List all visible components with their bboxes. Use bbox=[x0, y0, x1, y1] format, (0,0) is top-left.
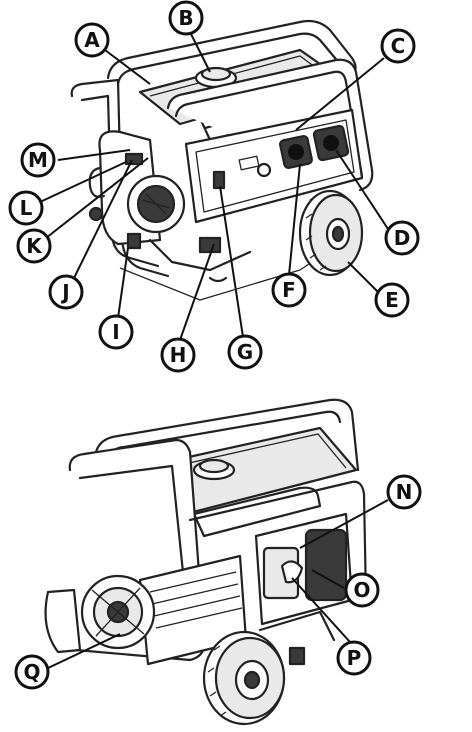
leader-C bbox=[295, 57, 385, 131]
callout-E-bubble bbox=[374, 282, 410, 318]
leader-M bbox=[57, 149, 131, 161]
callout-D-bubble bbox=[384, 220, 420, 256]
callout-N: N bbox=[386, 474, 422, 510]
callout-A-label: A bbox=[84, 28, 100, 52]
callout-Q: Q bbox=[14, 654, 50, 690]
callout-B: B bbox=[168, 0, 204, 36]
callout-P-label: P bbox=[347, 646, 362, 670]
callout-L: L bbox=[8, 190, 44, 226]
leader-B bbox=[189, 31, 211, 73]
callout-C: C bbox=[380, 28, 416, 64]
generator-rear-view bbox=[44, 398, 368, 726]
callout-J: J bbox=[48, 274, 84, 310]
callout-M: M bbox=[20, 142, 56, 178]
generator-front-view bbox=[70, 19, 374, 301]
leader-H bbox=[179, 243, 215, 341]
callout-N-bubble bbox=[386, 474, 422, 510]
callout-D: D bbox=[384, 220, 420, 256]
callout-K: K bbox=[16, 228, 52, 264]
leader-lines bbox=[39, 31, 391, 669]
callout-F-label: F bbox=[282, 278, 296, 302]
callout-I: I bbox=[98, 314, 134, 350]
callout-I-label: I bbox=[112, 320, 119, 344]
callout-B-label: B bbox=[178, 6, 193, 30]
callout-L-label: L bbox=[20, 196, 33, 220]
callout-O-label: O bbox=[353, 578, 370, 602]
callout-P-bubble bbox=[336, 640, 372, 676]
callout-O-bubble bbox=[344, 572, 380, 608]
callout-G-label: G bbox=[237, 340, 253, 364]
leader-L bbox=[39, 161, 127, 203]
callout-H-label: H bbox=[170, 343, 187, 367]
callout-I-bubble bbox=[98, 314, 134, 350]
leader-D bbox=[335, 149, 391, 233]
callout-J-label: J bbox=[60, 280, 69, 304]
callout-A: A bbox=[74, 22, 110, 58]
callout-H: H bbox=[160, 337, 196, 373]
callout-C-bubble bbox=[380, 28, 416, 64]
callout-D-label: D bbox=[394, 226, 411, 250]
leader-A bbox=[104, 49, 151, 85]
callout-E: E bbox=[374, 282, 410, 318]
callout-K-label: K bbox=[26, 234, 43, 258]
callout-P: P bbox=[336, 640, 372, 676]
callout-L-bubble bbox=[8, 190, 44, 226]
callout-O: O bbox=[344, 572, 380, 608]
callout-H-bubble bbox=[160, 337, 196, 373]
callout-K-bubble bbox=[16, 228, 52, 264]
callout-A-bubble bbox=[74, 22, 110, 58]
callout-Q-bubble bbox=[14, 654, 50, 690]
leader-N bbox=[299, 499, 389, 549]
callout-G: G bbox=[227, 334, 263, 370]
callout-J-bubble bbox=[48, 274, 84, 310]
callout-C-label: C bbox=[391, 34, 406, 58]
leader-I bbox=[117, 247, 129, 319]
leader-F bbox=[288, 163, 301, 276]
callout-Q-label: Q bbox=[23, 660, 40, 684]
leader-Q bbox=[47, 633, 121, 669]
callout-E-label: E bbox=[385, 288, 399, 312]
callout-M-label: M bbox=[28, 148, 48, 172]
callout-N-label: N bbox=[396, 480, 413, 504]
callout-F-bubble bbox=[271, 272, 307, 308]
leader-G bbox=[219, 185, 244, 338]
callout-F: F bbox=[271, 272, 307, 308]
callout-B-bubble bbox=[168, 0, 204, 36]
leader-P bbox=[291, 577, 351, 643]
leader-J bbox=[73, 159, 133, 279]
leader-K bbox=[45, 157, 149, 239]
callout-G-bubble bbox=[227, 334, 263, 370]
leader-O bbox=[311, 569, 345, 589]
callout-M-bubble bbox=[20, 142, 56, 178]
leader-E bbox=[347, 261, 379, 293]
